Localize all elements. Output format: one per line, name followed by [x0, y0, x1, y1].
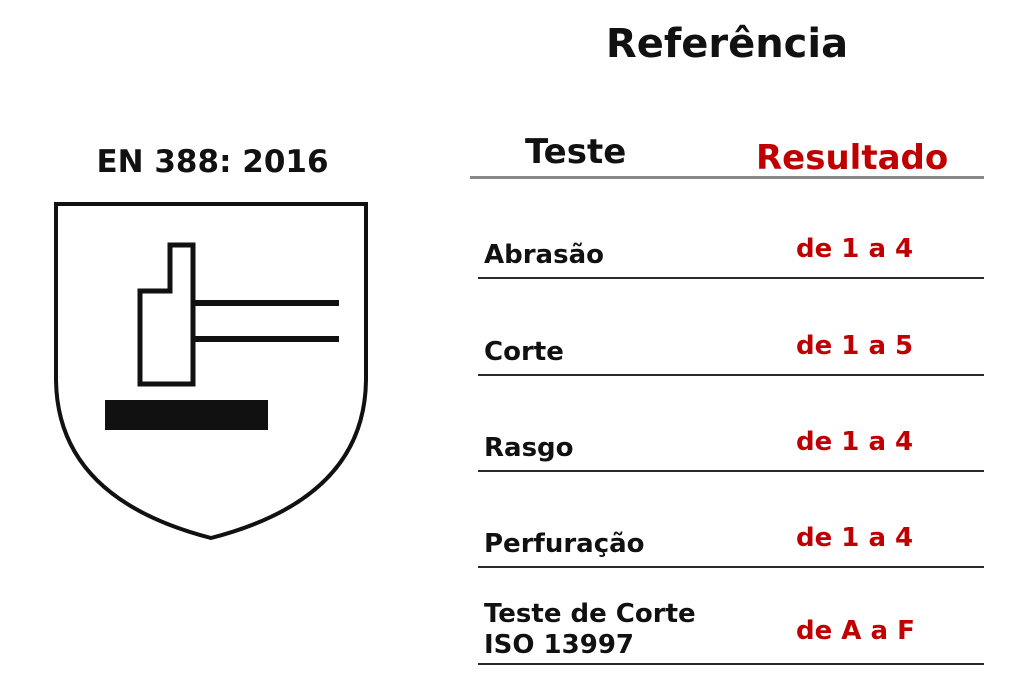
hammer-handle-top — [193, 300, 339, 306]
test-result: de 1 a 5 — [796, 331, 914, 361]
table-header: Teste Resultado — [470, 126, 984, 178]
hammer-head — [137, 242, 196, 387]
table-row: Rasgo de 1 a 4 — [470, 376, 984, 472]
row-divider — [478, 374, 984, 376]
test-name-line-1: Teste de Corte — [484, 599, 696, 629]
anvil-bar — [105, 400, 268, 430]
table-row: Teste de Corte ISO 13997 de A a F — [470, 568, 984, 665]
row-divider — [478, 566, 984, 568]
hammer-handle-bottom — [193, 336, 339, 342]
test-name: Abrasão — [484, 240, 604, 270]
header-result: Resultado — [756, 138, 949, 178]
row-divider — [478, 470, 984, 472]
test-result: de 1 a 4 — [796, 523, 914, 553]
row-divider — [478, 277, 984, 279]
table-row: Abrasão de 1 a 4 — [470, 180, 984, 279]
row-divider — [478, 663, 984, 665]
test-name: Perfuração — [484, 529, 645, 559]
header-rule — [470, 176, 984, 179]
header-test: Teste — [525, 132, 627, 172]
test-result: de 1 a 4 — [796, 234, 914, 264]
test-result: de 1 a 4 — [796, 427, 914, 457]
en388-shield-hammer-icon — [54, 202, 368, 541]
test-name: Teste de Corte ISO 13997 — [484, 599, 696, 661]
test-name-line-2: ISO 13997 — [484, 630, 635, 660]
shield-outline — [54, 202, 368, 541]
page-title: Referência — [605, 21, 849, 67]
table-row: Corte de 1 a 5 — [470, 279, 984, 376]
table-row: Perfuração de 1 a 4 — [470, 472, 984, 568]
standard-label: EN 388: 2016 — [96, 144, 329, 180]
test-result: de A a F — [796, 616, 915, 646]
test-name: Corte — [484, 337, 564, 367]
test-name: Rasgo — [484, 433, 574, 463]
